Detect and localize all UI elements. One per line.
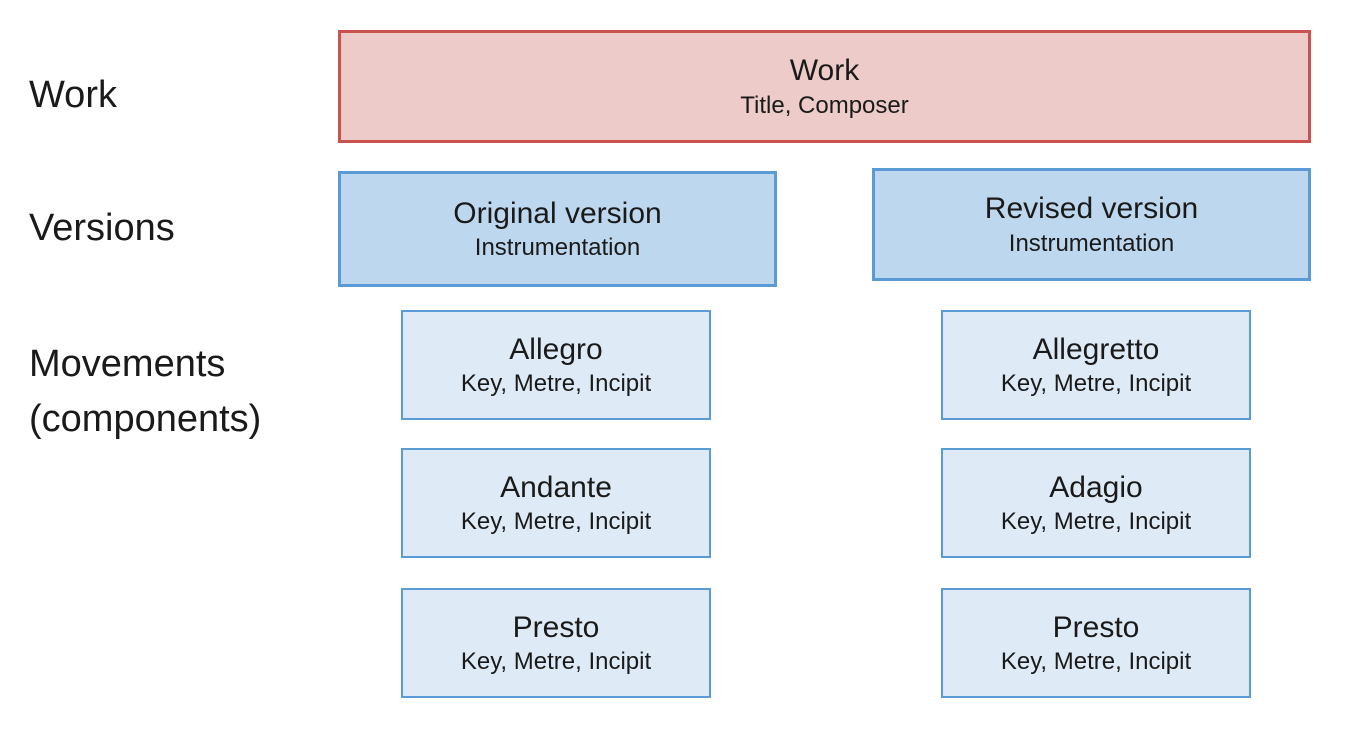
movement-box-presto-original-subtitle: Key, Metre, Incipit: [460, 648, 652, 676]
version-box-original-subtitle: Instrumentation: [474, 234, 641, 262]
movement-box-andante: Andante Key, Metre, Incipit: [401, 448, 711, 558]
row-label-work: Work: [29, 74, 117, 116]
movement-box-allegretto-title: Allegretto: [1032, 332, 1160, 366]
movement-box-presto-revised-title: Presto: [1052, 610, 1140, 644]
version-box-revised-title: Revised version: [984, 192, 1199, 226]
movement-box-presto-original-title: Presto: [512, 610, 600, 644]
version-box-revised: Revised version Instrumentation: [872, 168, 1311, 281]
movement-box-presto-revised: Presto Key, Metre, Incipit: [941, 588, 1251, 698]
movement-box-allegro: Allegro Key, Metre, Incipit: [401, 310, 711, 420]
row-label-movements: Movements (components): [29, 337, 261, 447]
version-box-revised-subtitle: Instrumentation: [1008, 229, 1175, 257]
row-label-versions: Versions: [29, 207, 175, 249]
movement-box-adagio-title: Adagio: [1049, 470, 1143, 504]
movement-box-adagio: Adagio Key, Metre, Incipit: [941, 448, 1251, 558]
movement-box-presto-original: Presto Key, Metre, Incipit: [401, 588, 711, 698]
work-box-subtitle: Title, Composer: [740, 91, 909, 119]
version-box-original-title: Original version: [453, 196, 662, 230]
work-box-title: Work: [789, 54, 860, 88]
version-box-original: Original version Instrumentation: [338, 171, 777, 287]
row-label-movements-line2: (components): [29, 398, 262, 441]
movement-box-allegretto: Allegretto Key, Metre, Incipit: [941, 310, 1251, 420]
movement-box-andante-subtitle: Key, Metre, Incipit: [460, 508, 652, 536]
movement-box-andante-title: Andante: [500, 470, 612, 504]
movement-box-adagio-subtitle: Key, Metre, Incipit: [1000, 508, 1192, 536]
movement-box-allegro-title: Allegro: [509, 332, 603, 366]
row-label-movements-line1: Movements: [29, 343, 226, 385]
movement-box-presto-revised-subtitle: Key, Metre, Incipit: [1000, 648, 1192, 676]
movement-box-allegretto-subtitle: Key, Metre, Incipit: [1000, 370, 1192, 398]
work-box: Work Title, Composer: [338, 30, 1311, 143]
movement-box-allegro-subtitle: Key, Metre, Incipit: [460, 370, 652, 398]
